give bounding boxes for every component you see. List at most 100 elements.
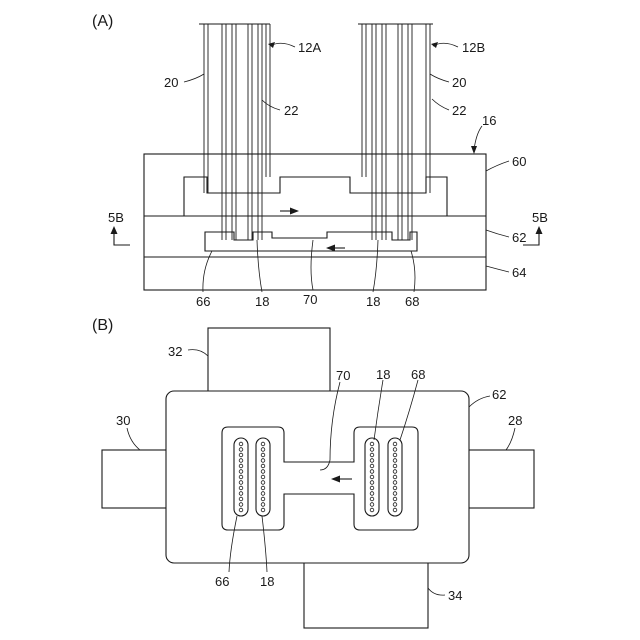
label-16: 16 — [482, 113, 496, 128]
leader-12a-tip — [268, 42, 275, 48]
tube-end-hole — [239, 453, 243, 457]
label-18-right: 18 — [366, 294, 380, 309]
connector-34 — [304, 562, 428, 628]
label-30: 30 — [116, 413, 130, 428]
tube-end-hole — [261, 464, 265, 468]
section-marker-left — [111, 226, 131, 245]
label-66: 66 — [196, 294, 210, 309]
tube-end-hole — [370, 486, 374, 490]
label-12b: 12B — [462, 40, 485, 55]
leader-64 — [486, 266, 509, 272]
connector-30 — [102, 450, 168, 508]
leader-22-left — [262, 100, 280, 110]
label-18-left: 18 — [255, 294, 269, 309]
label-20-left: 20 — [164, 75, 178, 90]
tube-end-hole — [239, 442, 243, 446]
tube-end-hole — [393, 459, 397, 463]
tube-end-hole — [393, 503, 397, 507]
tube-end-hole — [239, 464, 243, 468]
tube-end-hole — [393, 475, 397, 479]
tube-end-hole — [370, 448, 374, 452]
tube-end-hole — [261, 503, 265, 507]
label-18-b: 18 — [376, 367, 390, 382]
label-32: 32 — [168, 344, 182, 359]
label-68: 68 — [405, 294, 419, 309]
tube-end-hole — [261, 486, 265, 490]
leader-12b-tip — [431, 42, 438, 48]
label-28: 28 — [508, 413, 522, 428]
leader-62-b — [469, 396, 490, 407]
tube-end-hole — [239, 486, 243, 490]
label-18-b-left: 18 — [260, 574, 274, 589]
label-62: 62 — [512, 230, 526, 245]
tube-end-hole — [393, 453, 397, 457]
tube-end-hole — [393, 486, 397, 490]
tube-end-hole — [261, 475, 265, 479]
leader-22-right — [432, 99, 449, 110]
tube-end-hole — [261, 508, 265, 512]
leader-18-left — [257, 240, 262, 292]
leader-30 — [127, 428, 140, 450]
tube-end-hole — [393, 492, 397, 496]
tube-end-hole — [393, 481, 397, 485]
label-70-b: 70 — [336, 368, 350, 383]
tube-end-hole — [261, 497, 265, 501]
plate-62 — [166, 391, 469, 563]
tube-end-hole — [239, 503, 243, 507]
leader-60 — [486, 161, 509, 171]
tube-end-hole — [261, 442, 265, 446]
tube-end-hole — [370, 503, 374, 507]
tube-end-hole — [370, 492, 374, 496]
tube-end-hole — [393, 464, 397, 468]
tube-end-hole — [370, 442, 374, 446]
tube-end-hole — [393, 448, 397, 452]
tube-end-hole — [393, 497, 397, 501]
leader-18-right — [373, 240, 378, 292]
label-64: 64 — [512, 265, 526, 280]
leader-28 — [506, 428, 515, 450]
lower-channel — [205, 232, 417, 251]
tube-end-hole — [261, 459, 265, 463]
tube-end-hole — [370, 453, 374, 457]
tube-end-hole — [239, 448, 243, 452]
leader-20-right — [430, 74, 449, 82]
tube-end-hole — [393, 470, 397, 474]
label-70: 70 — [303, 292, 317, 307]
tube-end-hole — [370, 481, 374, 485]
tube-end-hole — [261, 470, 265, 474]
tube-end-hole — [370, 497, 374, 501]
leader-62 — [486, 230, 509, 237]
panel-a: (A) — [92, 13, 548, 309]
tube-end-hole — [239, 481, 243, 485]
tube-end-hole — [370, 475, 374, 479]
label-5b-right: 5B — [532, 210, 548, 225]
tube-end-hole — [370, 459, 374, 463]
leader-20-left — [184, 74, 204, 82]
connector-32 — [208, 328, 330, 392]
tube-end-hole — [239, 497, 243, 501]
label-34: 34 — [448, 588, 462, 603]
tube-end-hole — [261, 492, 265, 496]
tube-end-hole — [239, 508, 243, 512]
leader-32 — [188, 350, 208, 356]
tube-end-hole — [393, 442, 397, 446]
tube-end-hole — [239, 459, 243, 463]
tube-end-hole — [261, 453, 265, 457]
block-outline — [144, 154, 486, 290]
label-60: 60 — [512, 154, 526, 169]
label-66-b: 66 — [215, 574, 229, 589]
label-12a: 12A — [298, 40, 321, 55]
leader-70 — [311, 240, 313, 290]
panel-b: (B) — [92, 317, 534, 628]
label-22-left: 22 — [284, 103, 298, 118]
tube-end-hole — [239, 475, 243, 479]
tube-end-hole — [370, 508, 374, 512]
label-22-right: 22 — [452, 103, 466, 118]
tube-end-hole — [261, 448, 265, 452]
tube-end-hole — [393, 508, 397, 512]
connector-28 — [468, 450, 534, 508]
label-20-right: 20 — [452, 75, 466, 90]
tube-end-hole — [239, 470, 243, 474]
label-68-b: 68 — [411, 367, 425, 382]
